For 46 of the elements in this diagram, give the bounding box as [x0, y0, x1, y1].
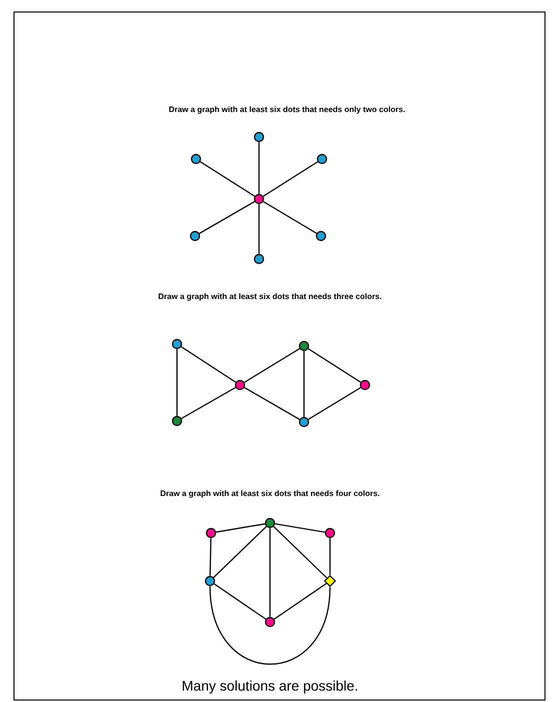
edge-line — [214, 583, 266, 620]
edge-line — [180, 346, 236, 383]
dot — [254, 194, 264, 204]
edge-line — [303, 351, 305, 417]
edge-line — [199, 201, 255, 234]
dot — [298, 416, 310, 428]
dot — [254, 254, 264, 264]
edge-line — [274, 523, 326, 533]
edge-line — [216, 523, 266, 533]
dot — [316, 230, 326, 242]
dot — [204, 576, 216, 586]
edge-line — [258, 204, 260, 254]
edge-line — [258, 142, 260, 194]
edge-line — [200, 161, 256, 197]
dot — [360, 380, 370, 390]
dot — [190, 230, 200, 242]
instruction-text: Draw a graph with at least six dots that needs only two colors. — [169, 106, 405, 114]
dot — [316, 154, 328, 164]
dot — [234, 380, 246, 390]
edge-line — [244, 387, 300, 420]
dot — [264, 616, 276, 628]
edge-line — [213, 526, 267, 578]
edge-line — [262, 161, 318, 197]
instruction-text: Draw a graph with at least six dots that needs three colors. — [158, 293, 382, 301]
edge-line — [308, 348, 362, 383]
dot — [206, 528, 216, 538]
dot — [298, 340, 310, 352]
edge-line — [209, 586, 331, 665]
edge-line — [181, 387, 236, 419]
dot — [172, 416, 182, 426]
edge-line — [176, 349, 178, 416]
dot — [264, 518, 276, 528]
edge-line — [274, 582, 327, 620]
edge-line — [273, 526, 328, 578]
edge-line — [210, 538, 212, 576]
note-text: Many solutions are possible. — [182, 680, 357, 694]
edge-line — [308, 387, 361, 420]
dot — [172, 338, 182, 350]
edge-line — [269, 528, 271, 617]
edge-line — [263, 201, 317, 234]
dot — [254, 132, 264, 142]
dot — [190, 154, 202, 164]
instruction-text: Draw a graph with at least six dots that needs four colors. — [160, 490, 380, 498]
edge-line — [329, 538, 331, 575]
dot — [324, 528, 336, 538]
edge-line — [244, 348, 300, 383]
